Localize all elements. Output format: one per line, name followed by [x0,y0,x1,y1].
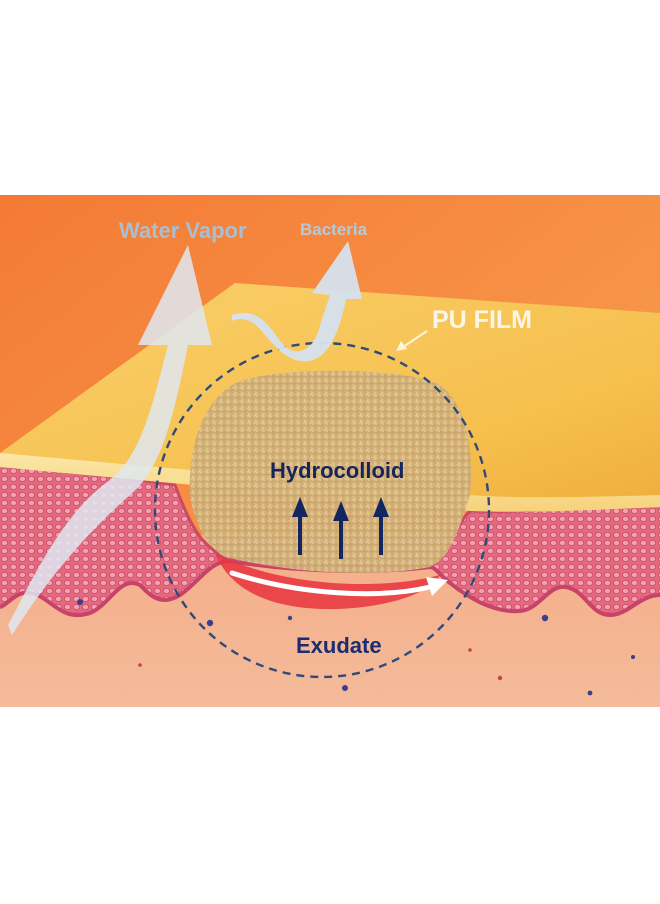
exudate-flow-arrow [229,570,448,597]
pu-film-edge [0,453,660,512]
water-vapor-arrow [8,245,212,635]
wound-dressing-illustration: Water Vapor Bacteria PU FILM Hydrocolloi… [0,195,660,707]
absorption-arrows [292,497,389,559]
pu-film-pointer-arrow [396,330,428,351]
exudate-label: Exudate [296,633,382,658]
illustration-svg [0,195,660,707]
bacteria-label: Bacteria [300,220,368,239]
hydrocolloid-label: Hydrocolloid [270,458,405,483]
epidermis-layer [0,465,660,616]
water-vapor-label: Water Vapor [119,218,247,243]
capillary-dots [77,599,635,696]
pu-film-label: PU FILM [432,306,532,334]
hydrocolloid-pad [189,370,472,573]
bacteria-arrow [232,241,362,362]
